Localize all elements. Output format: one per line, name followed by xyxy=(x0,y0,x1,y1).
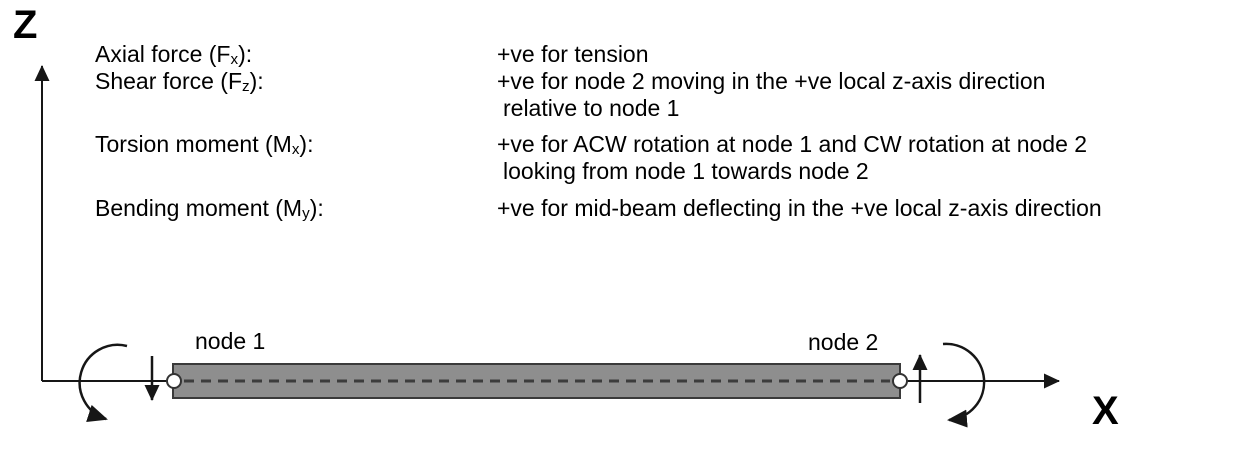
torsion-moment-description: +ve for ACW rotation at node 1 and CW ro… xyxy=(497,131,1087,185)
axial-force-label-suffix: ): xyxy=(238,41,253,67)
x-axis-label: X xyxy=(1092,389,1119,433)
shear-force-label-suffix: ): xyxy=(249,68,264,94)
legend-row-torsion-moment: Torsion moment (Mx): +ve for ACW rotatio… xyxy=(95,131,1087,185)
shear-force-desc-line1: +ve for node 2 moving in the +ve local z… xyxy=(497,68,1046,94)
bending-moment-label-suffix: ): xyxy=(309,195,324,221)
torsion-moment-desc-line1: +ve for ACW rotation at node 1 and CW ro… xyxy=(497,131,1088,157)
shear-force-subscript: z xyxy=(242,77,250,95)
axial-force-label-text: Axial force (F xyxy=(95,41,231,67)
node-2-torsion-arrow xyxy=(942,342,986,428)
torsion-moment-label: Torsion moment (Mx): xyxy=(95,131,497,185)
torsion-moment-subscript: x xyxy=(291,140,300,158)
axial-force-subscript: x xyxy=(230,50,239,68)
legend-row-bending-moment: Bending moment (My): +ve for mid-beam de… xyxy=(95,195,1102,222)
shear-force-desc-line2: relative to node 1 xyxy=(503,95,680,121)
shear-force-description: +ve for node 2 moving in the +ve local z… xyxy=(497,68,1045,122)
z-axis-label: Z xyxy=(13,3,37,47)
bending-moment-label: Bending moment (My): xyxy=(95,195,497,222)
torsion-moment-desc-line2: looking from node 1 towards node 2 xyxy=(503,158,869,184)
node-1-torsion-arrow xyxy=(78,343,128,423)
node-2-label: node 2 xyxy=(808,329,878,355)
shear-force-label-text: Shear force (F xyxy=(95,68,242,94)
legend-row-axial-force: Axial force (Fx): +ve for tension xyxy=(95,41,649,68)
bending-moment-description: +ve for mid-beam deflecting in the +ve l… xyxy=(497,195,1102,222)
torsion-moment-label-suffix: ): xyxy=(299,131,314,157)
bending-moment-subscript: y xyxy=(302,204,310,222)
bending-moment-desc-line1: +ve for mid-beam deflecting in the +ve l… xyxy=(497,195,1102,221)
bending-moment-label-text: Bending moment (M xyxy=(95,195,303,221)
node-1-label: node 1 xyxy=(195,328,265,354)
beam-element xyxy=(172,363,901,399)
node-1-marker xyxy=(166,373,182,389)
axial-force-description: +ve for tension xyxy=(497,41,649,68)
axial-force-label: Axial force (Fx): xyxy=(95,41,497,68)
node-2-marker xyxy=(892,373,908,389)
axial-force-desc-line1: +ve for tension xyxy=(497,41,649,67)
shear-force-label: Shear force (Fz): xyxy=(95,68,497,122)
torsion-moment-label-text: Torsion moment (M xyxy=(95,131,292,157)
legend-row-shear-force: Shear force (Fz): +ve for node 2 moving … xyxy=(95,68,1045,122)
